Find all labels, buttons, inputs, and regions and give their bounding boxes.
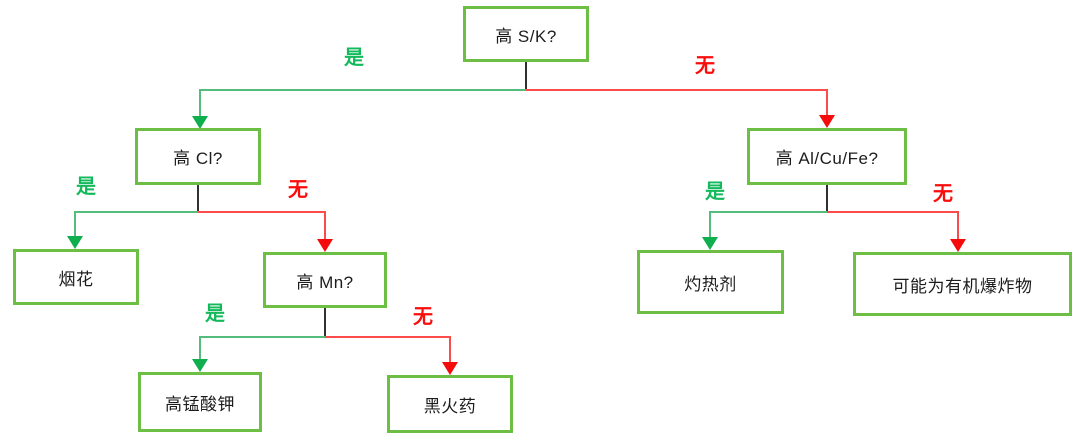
edge-mn-no	[325, 336, 458, 375]
node-potassium-permanganate: 高锰酸钾	[138, 372, 262, 432]
edge-cl-yes	[67, 211, 198, 249]
edge-mn-yes	[192, 336, 325, 372]
node-high-sk: 高 S/K?	[463, 6, 589, 62]
edge-label-cl-yes: 是	[76, 176, 96, 198]
edge-label-root-yes: 是	[344, 47, 364, 69]
arrowhead-al-no	[950, 239, 966, 252]
edge-label-mn-no: 无	[413, 306, 433, 328]
edge-root-no	[526, 89, 835, 128]
edge-label-root-no: 无	[695, 55, 715, 77]
edge-label-al-yes: 是	[705, 181, 725, 203]
arrowhead-root-no	[819, 115, 835, 128]
arrowhead-cl-yes	[67, 236, 83, 249]
node-organic-explosive: 可能为有机爆炸物	[853, 252, 1072, 316]
node-high-al-cu-fe: 高 Al/Cu/Fe?	[747, 128, 907, 185]
edge-root-yes	[192, 89, 526, 129]
node-high-cl: 高 Cl?	[135, 128, 261, 185]
arrowhead-mn-no	[442, 362, 458, 375]
node-fireworks: 烟花	[13, 249, 139, 305]
node-thermite: 灼热剂	[637, 250, 784, 314]
edge-al-yes	[702, 211, 827, 250]
arrowhead-mn-yes	[192, 359, 208, 372]
edge-label-al-no: 无	[933, 183, 953, 205]
arrowhead-al-yes	[702, 237, 718, 250]
edge-cl-no	[198, 211, 333, 252]
edge-label-mn-yes: 是	[205, 303, 225, 325]
arrowhead-cl-no	[317, 239, 333, 252]
node-high-mn: 高 Mn?	[263, 252, 387, 308]
edge-label-cl-no: 无	[288, 179, 308, 201]
arrowhead-root-yes	[192, 116, 208, 129]
node-black-powder: 黑火药	[387, 375, 513, 433]
edge-al-no	[827, 211, 966, 252]
